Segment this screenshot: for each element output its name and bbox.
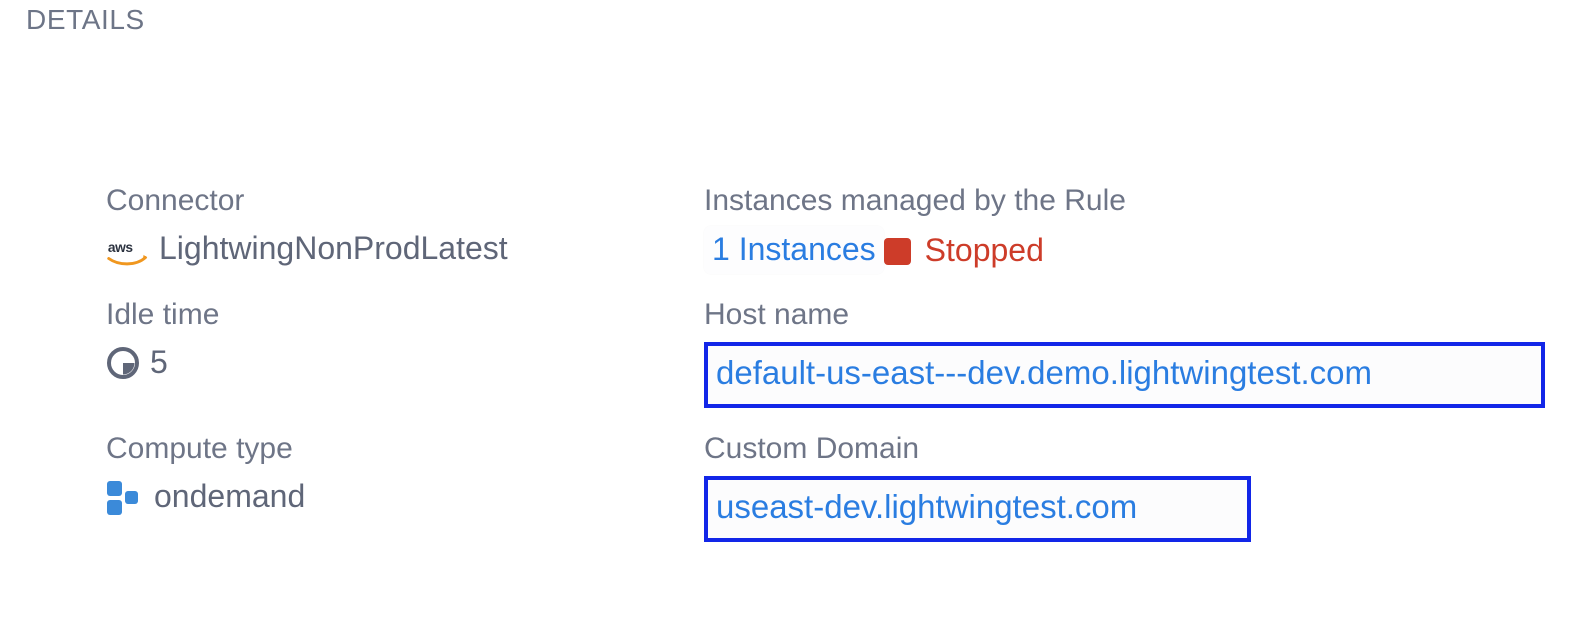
compute-type-value: ondemand: [154, 478, 306, 514]
custom-domain-link-box[interactable]: useast-dev.lightwingtest.com: [704, 476, 1251, 542]
host-name-link-box[interactable]: default-us-east---dev.demo.lightwingtest…: [704, 342, 1545, 408]
aws-logo-icon: aws: [106, 235, 150, 266]
custom-domain-label: Custom Domain: [704, 432, 920, 465]
stop-square-icon: [883, 237, 911, 265]
field-idle-time: Idle time 5: [106, 296, 704, 384]
host-name-value[interactable]: default-us-east---dev.demo.lightwingtest…: [716, 354, 1373, 391]
connector-label: Connector: [106, 184, 245, 217]
field-compute-type: Compute type ondemand: [106, 430, 704, 518]
details-row: Compute type ondemand Custom Domain u: [106, 430, 1566, 542]
svg-text:aws: aws: [108, 240, 134, 255]
field-connector: Connector aws LightwingNonProdLatest: [106, 182, 704, 270]
compute-squares-icon: [106, 480, 144, 516]
details-row: Idle time 5 Host name default-us-east: [106, 296, 1566, 408]
clock-pie-icon: [106, 346, 140, 380]
field-instances: Instances managed by the Rule 1 Instance…: [704, 182, 1566, 274]
connector-value: LightwingNonProdLatest: [159, 230, 508, 266]
compute-type-label: Compute type: [106, 432, 293, 465]
status-badge: Stopped: [924, 232, 1044, 268]
compute-type-value-row: ondemand: [106, 474, 704, 518]
details-grid: Connector aws LightwingNonProdLatest Ins…: [106, 182, 1566, 542]
details-row: Connector aws LightwingNonProdLatest Ins…: [106, 182, 1566, 274]
instances-label: Instances managed by the Rule: [704, 184, 1126, 217]
idle-time-label: Idle time: [106, 298, 220, 331]
instances-count-link[interactable]: 1 Instances: [704, 226, 884, 274]
page-title: DETAILS: [26, 4, 145, 35]
host-name-label: Host name: [704, 298, 850, 331]
custom-domain-value[interactable]: useast-dev.lightwingtest.com: [716, 488, 1138, 525]
idle-time-value: 5: [150, 344, 168, 380]
instances-value-row: 1 Instances Stopped: [704, 226, 1566, 274]
idle-time-value-row: 5: [106, 340, 704, 384]
field-host-name: Host name default-us-east---dev.demo.lig…: [704, 296, 1566, 408]
field-custom-domain: Custom Domain useast-dev.lightwingtest.c…: [704, 430, 1566, 542]
connector-value-row: aws LightwingNonProdLatest: [106, 226, 704, 270]
